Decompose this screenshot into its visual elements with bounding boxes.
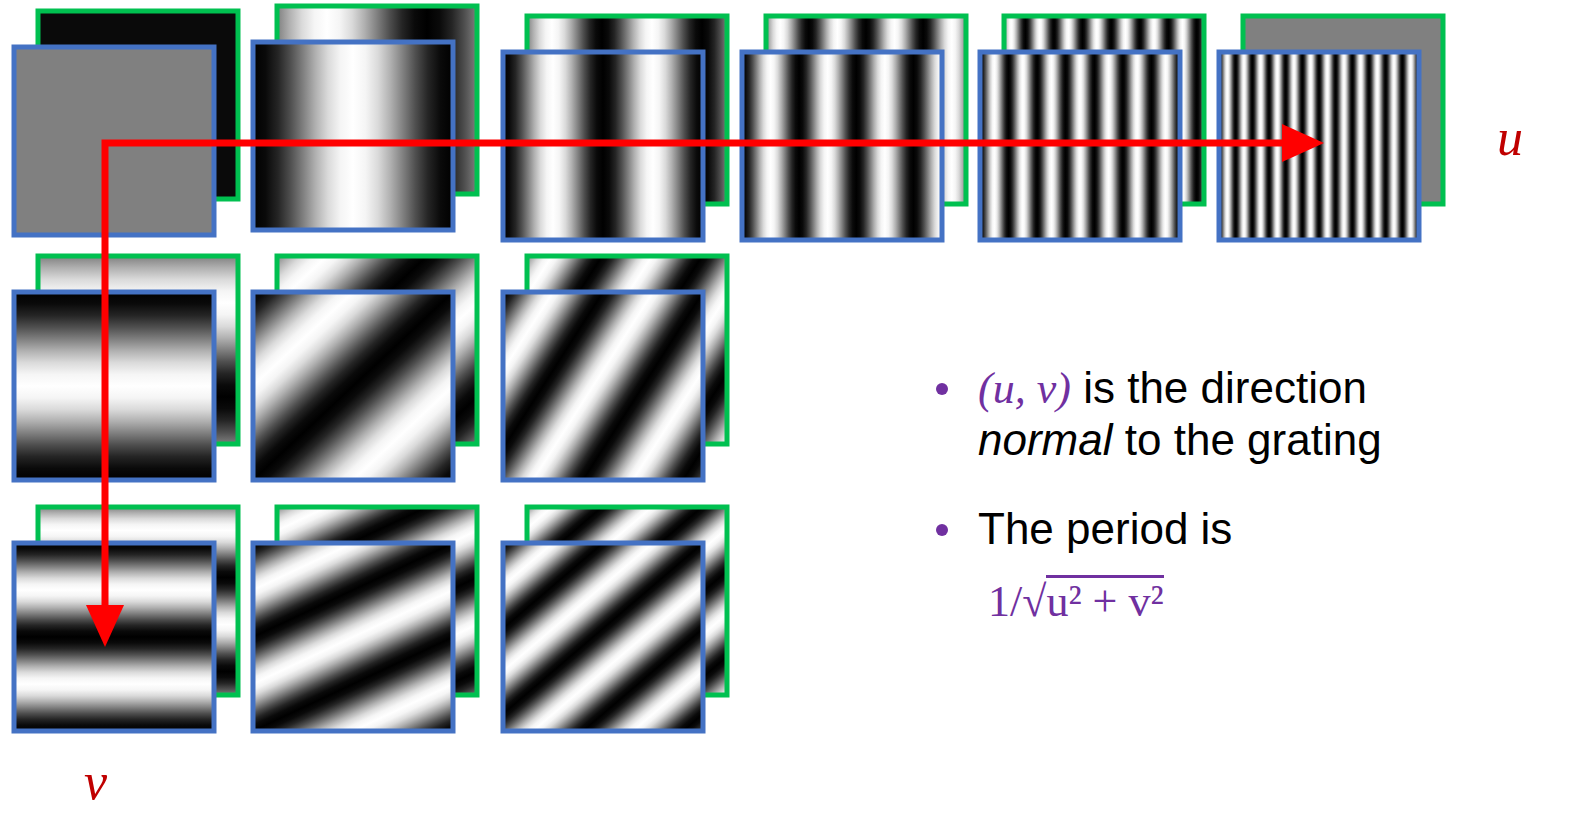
arrow-head (1282, 124, 1324, 162)
bullet-text: to the grating (1125, 415, 1382, 464)
cosine-grating-front (14, 292, 214, 480)
cosine-grating-front (503, 292, 703, 480)
cosine-grating-front (253, 543, 453, 731)
text-line: v (84, 756, 107, 810)
bullet-dot (936, 383, 948, 395)
text-line: (u, v)is the direction (978, 362, 1367, 415)
cosine-grating-front (253, 42, 453, 230)
text-line: The period is (978, 503, 1232, 555)
math-text: u² + v² (1046, 575, 1163, 624)
math-text: 1/√ (988, 577, 1046, 626)
text-line: u (1497, 112, 1523, 166)
cosine-grating-front (503, 543, 703, 731)
bullet-text: normal (978, 415, 1113, 464)
bullet-text: The period is (978, 504, 1232, 553)
bullet-dot (936, 524, 948, 536)
text-line: 1/√u² + v² (988, 575, 1164, 628)
cosine-grating-front (253, 292, 453, 480)
text-line: normalto the grating (978, 414, 1382, 466)
cosine-grating-front (14, 543, 214, 731)
bullet-text: is the direction (1083, 363, 1367, 412)
axis-label: v (84, 753, 107, 810)
math-text: (u, v) (978, 364, 1071, 413)
arrow-head (86, 605, 124, 647)
axis-label: u (1497, 109, 1523, 166)
